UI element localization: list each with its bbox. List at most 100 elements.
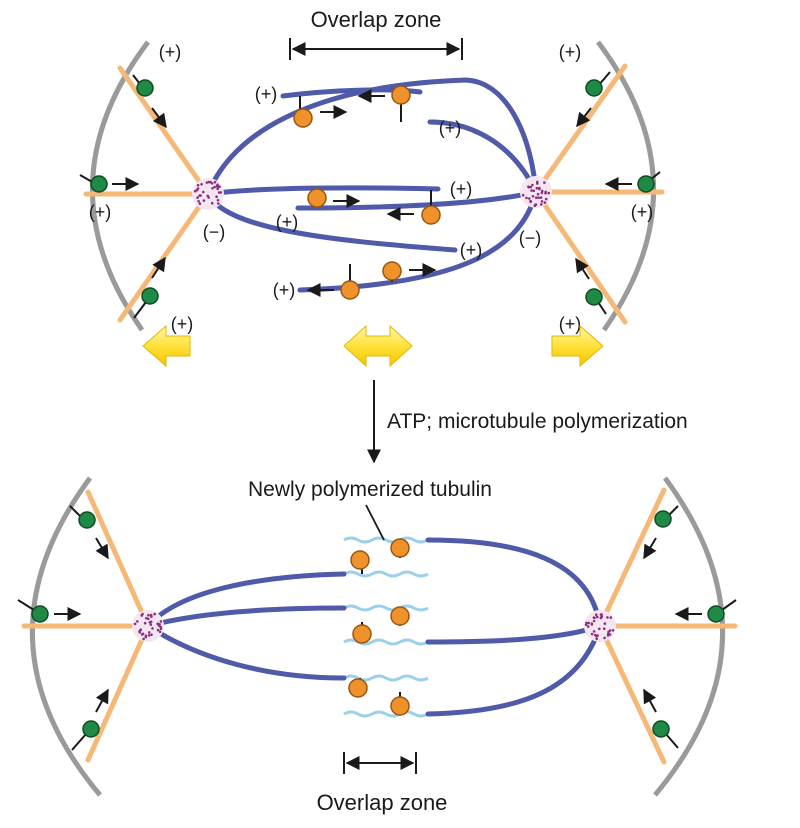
left-cortical-motors	[79, 74, 167, 319]
centrosome-dot	[148, 621, 152, 624]
centrosome-dot	[590, 632, 594, 636]
centrosome-dot	[609, 616, 613, 619]
overlap-zone-label-top: Overlap zone	[311, 7, 442, 32]
right-astral-microtubules	[597, 487, 738, 765]
centrosome-dot	[536, 182, 539, 185]
centrosome-dot	[590, 623, 594, 626]
kinesin-motor	[340, 280, 360, 300]
centrosome-dot	[211, 187, 214, 190]
centrosome-dot	[202, 199, 206, 202]
centrosome-dot	[198, 194, 201, 197]
plus-label: (+)	[159, 42, 182, 62]
centrosome-dot	[603, 627, 606, 630]
overlap-zone-bracket-top	[289, 38, 463, 60]
right-cortical-motors	[575, 71, 661, 315]
kinesin-motor	[307, 188, 327, 208]
kinesin-motor	[348, 678, 368, 698]
centrosome-dot	[544, 191, 547, 195]
centrosome-dot	[200, 183, 203, 186]
plus-label: (+)	[559, 42, 582, 62]
centrosome-dot	[529, 185, 533, 189]
centrosome-dot	[197, 200, 200, 203]
centrosome-dot	[529, 199, 532, 203]
kinesin-motor	[391, 85, 411, 105]
cortical-motor	[654, 510, 672, 528]
centrosome-dot	[213, 185, 216, 189]
centrosome-dot	[217, 202, 220, 205]
left-centrosome	[132, 610, 164, 642]
right-cortex-arc	[653, 476, 725, 797]
centrosome-dot	[196, 196, 199, 199]
right-centrosome	[584, 610, 616, 642]
kinesin-motors-bottom	[348, 538, 410, 716]
cortical-motor	[637, 175, 655, 193]
centrosome-body	[132, 610, 164, 642]
right-astral-microtubules	[533, 63, 665, 325]
interpolar-microtubules-bottom	[145, 537, 603, 717]
centrosome-dot	[210, 182, 214, 185]
leader-line	[365, 504, 385, 541]
centrosome-body	[520, 176, 552, 208]
centrosome-dot	[532, 189, 536, 193]
centrosome-dot	[157, 624, 161, 627]
centrosome-dot	[216, 185, 219, 188]
cortical-motor	[585, 79, 603, 97]
transition: ATP; microtubule polymerization	[367, 380, 688, 464]
plus-label: (+)	[276, 212, 299, 232]
centrosome-dot	[603, 636, 606, 640]
centrosome-dot	[537, 196, 540, 199]
plus-label: (+)	[171, 314, 194, 334]
plus-label: (+)	[273, 280, 296, 300]
centrosome-dot	[215, 195, 218, 198]
kinesin-motor	[350, 550, 370, 570]
centrosome-dot	[535, 186, 539, 190]
centrosome-dot	[207, 180, 211, 184]
centrosome-dot	[216, 198, 220, 202]
centrosome-dot	[142, 637, 145, 641]
centrosome-dot	[150, 633, 153, 636]
centrosome-dot	[213, 180, 217, 184]
centrosome-dot	[603, 622, 607, 625]
kinesin-motors-top	[293, 85, 441, 300]
centrosome-dot	[147, 631, 151, 634]
centrosome-dot	[595, 634, 598, 638]
centrosome-dot	[540, 200, 544, 203]
right-force-arrow	[551, 324, 604, 368]
plus-label: (+)	[631, 202, 654, 222]
cortical-motor	[141, 287, 159, 305]
centrosome-dot	[140, 614, 143, 617]
interpolar-microtubules-top	[205, 77, 539, 293]
centrosome-dot	[606, 634, 610, 637]
newly-polymerized-label: Newly polymerized tubulin	[248, 478, 492, 501]
centrosome-dot	[156, 628, 160, 632]
cortical-motor	[707, 605, 725, 623]
right-cortical-motors	[643, 505, 737, 749]
kinesin-motor	[390, 538, 410, 558]
centrosome-dot	[525, 196, 528, 200]
centrosome-dot	[158, 630, 162, 634]
centrosome-dot	[592, 616, 596, 619]
centrosome-dot	[540, 191, 544, 195]
centrosome-dot	[611, 629, 615, 632]
centrosome-dot	[133, 622, 137, 626]
plus-label: (+)	[460, 240, 483, 260]
centrosome-dot	[521, 193, 525, 197]
centrosome-dot	[147, 634, 151, 637]
kinesin-motor	[390, 606, 410, 626]
centrosome-dot	[147, 613, 150, 617]
bottom-spindle: Newly polymerized tubulin Overlap zone	[17, 476, 738, 815]
top-spindle: Overlap zone (+) (+) (−) (+) (+) (+) (+)…	[79, 7, 665, 368]
centrosome-dot	[543, 201, 547, 204]
center-force-arrow	[343, 324, 413, 368]
cortical-motor	[652, 720, 670, 738]
centrosome-dot	[210, 201, 214, 205]
centrosome-dot	[540, 203, 543, 206]
centrosome-dot	[536, 192, 540, 196]
left-cortical-motors	[17, 505, 109, 751]
centrosome-dot	[202, 190, 205, 194]
centrosome-dot	[543, 181, 546, 184]
centrosome-dot	[539, 196, 543, 199]
centrosome-dot	[544, 197, 548, 201]
centrosome-dot	[196, 183, 200, 187]
